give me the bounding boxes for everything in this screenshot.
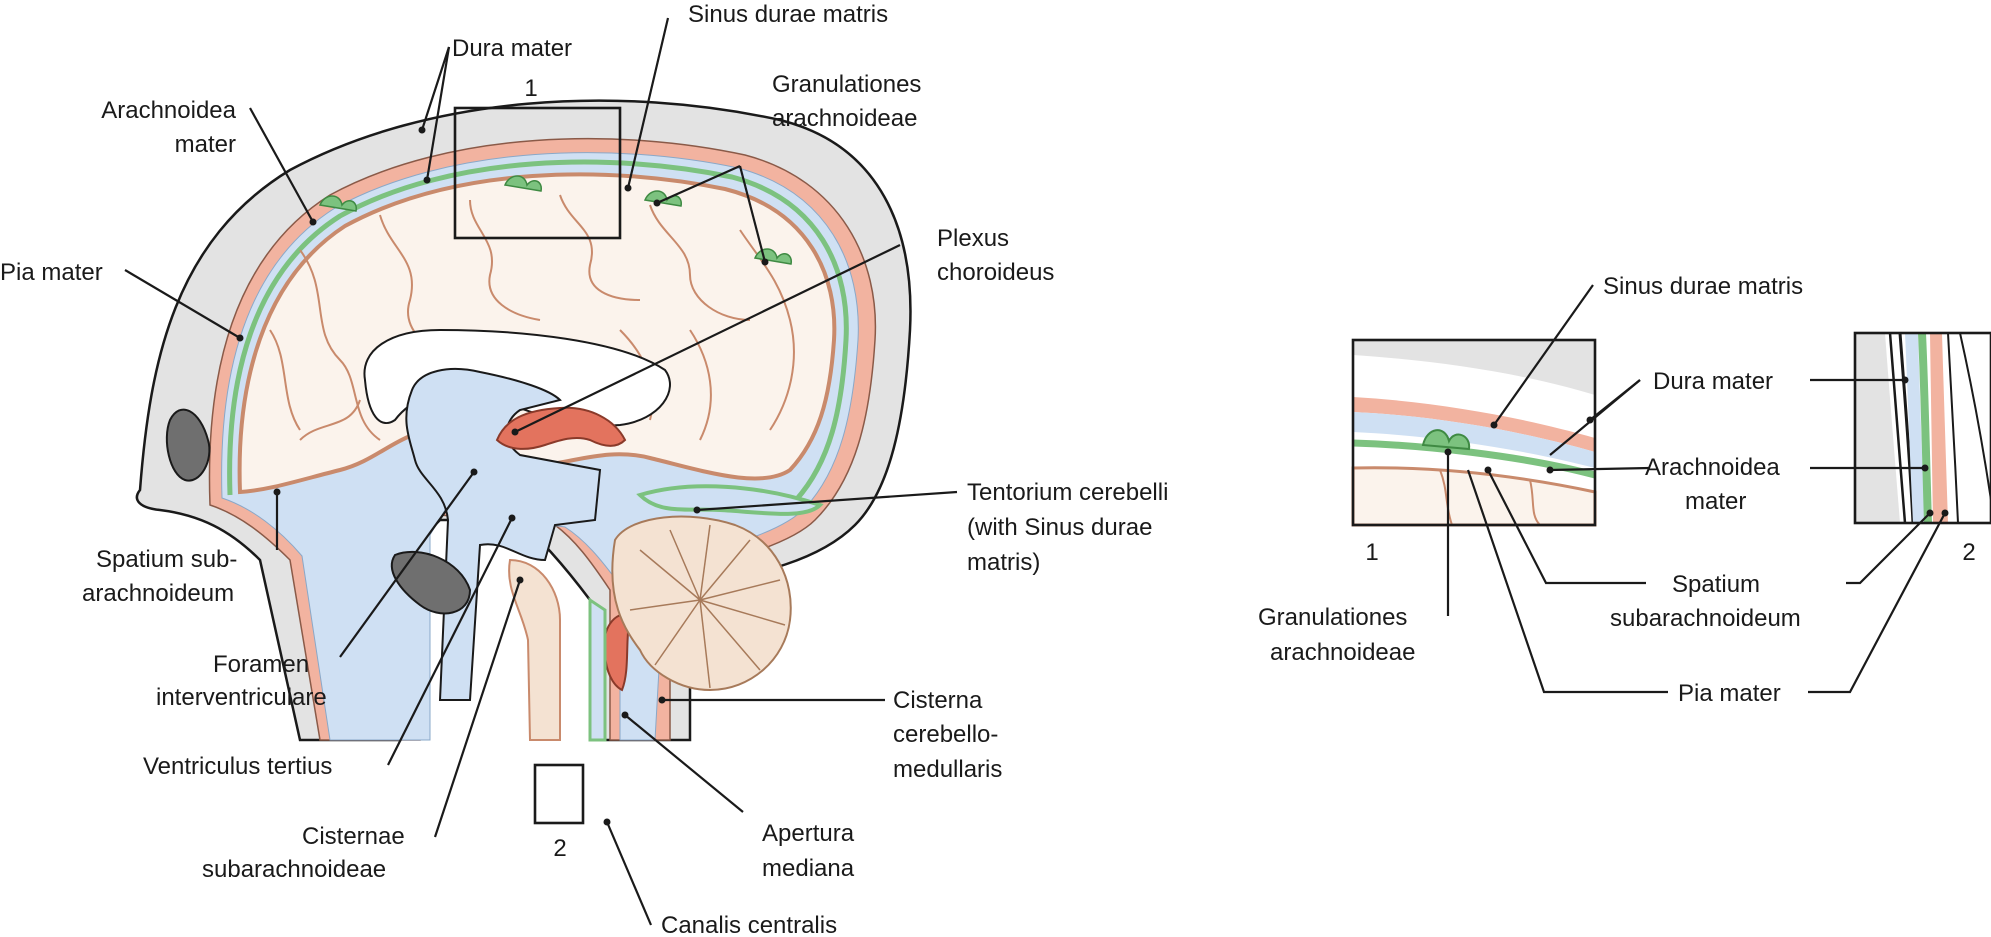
- inset-2: 2: [1853, 331, 1991, 566]
- inset-1-frame: [1351, 338, 1597, 527]
- label-canalis: Canalis centralis: [661, 912, 837, 937]
- label-cisterna-cm-1: Cisterna: [893, 687, 983, 714]
- label-arachnoidea-2: mater: [175, 131, 236, 158]
- label-spatium-1: Spatium sub-: [96, 546, 237, 573]
- label-cisternae-1: Cisternae: [302, 823, 405, 850]
- inset-2-pia: [1930, 333, 1948, 523]
- brainstem: [508, 558, 561, 741]
- label-granulationes-2: arachnoideae: [772, 105, 917, 132]
- inset-label-pia: Pia mater: [1678, 680, 1781, 707]
- label-foramen-2: interventriculare: [156, 684, 327, 711]
- label-tentorium-1: Tentorium cerebelli: [967, 479, 1168, 506]
- spinal-canal: [588, 597, 607, 742]
- label-tentorium-2: (with Sinus durae: [967, 514, 1152, 541]
- inset-2-cord-edge: [1947, 332, 1959, 524]
- inset-2-dura-dark: [1898, 332, 1915, 524]
- inset-labels: Sinus durae matris Dura mater Arachnoide…: [1258, 273, 1803, 707]
- detail-box-1: [453, 106, 622, 240]
- inset-label-arachnoidea-2: mater: [1685, 488, 1746, 515]
- detail-box-2-number: 2: [553, 835, 566, 862]
- inset-2-inner-line: [1888, 332, 1907, 524]
- main-leader-lines: [124, 17, 958, 926]
- granulation-bumps: [318, 175, 792, 265]
- inset-2-arachnoid: [1918, 332, 1932, 524]
- sphenoid-dark: [165, 408, 211, 482]
- inset-label-sinus: Sinus durae matris: [1603, 273, 1803, 300]
- label-granulationes-1: Granulationes: [772, 71, 921, 98]
- inset-2-cord-outer: [1959, 332, 1991, 501]
- label-apertura-2: mediana: [762, 855, 855, 882]
- inset-label-spatium-1: Spatium: [1672, 571, 1760, 598]
- inset-leader-lines: [1444, 284, 1949, 694]
- label-cisterna-cm-2: cerebello-: [893, 721, 998, 748]
- inset-1-number: 1: [1365, 539, 1378, 566]
- label-foramen-1: Foramen: [213, 651, 309, 678]
- inset-2-frame: [1853, 331, 1991, 525]
- label-ventriculus: Ventriculus tertius: [143, 753, 332, 780]
- inset-label-granulationes-1: Granulationes: [1258, 604, 1407, 631]
- inset-1-bone: [1353, 340, 1595, 395]
- label-spatium-2: arachnoideum: [82, 580, 234, 607]
- inset-1-granulation: [1421, 429, 1471, 451]
- cerebellum: [611, 515, 792, 692]
- inset-1-dura: [1353, 397, 1595, 452]
- arachnoid-line: [227, 159, 849, 502]
- sagittal-section: 1 2: [135, 75, 912, 862]
- inset-label-dura: Dura mater: [1653, 368, 1773, 395]
- detail-box-2: [533, 763, 585, 825]
- inset-1-csf: [1353, 412, 1595, 468]
- detail-box-1-number: 1: [524, 75, 537, 102]
- inset-2-number: 2: [1962, 539, 1975, 566]
- inset-label-granulationes-2: arachnoideae: [1270, 639, 1415, 666]
- cerebellar-folia: [629, 524, 786, 689]
- label-tentorium-3: matris): [967, 549, 1040, 576]
- label-apertura-1: Apertura: [762, 820, 855, 847]
- label-plexus-1: Plexus: [937, 225, 1009, 252]
- choroid-plexus: [495, 406, 627, 450]
- inset-1-gyri: [1439, 469, 1541, 526]
- inset-2-csf: [1905, 333, 1925, 523]
- label-cisterna-cm-3: medullaris: [893, 756, 1002, 783]
- label-sinus-durae-matris: Sinus durae matris: [688, 1, 888, 28]
- label-plexus-2: choroideus: [937, 259, 1054, 286]
- inset-1: 1: [1351, 338, 1597, 566]
- label-pia-mater: Pia mater: [0, 259, 103, 286]
- inset-label-arachnoidea-1: Arachnoidea: [1645, 454, 1780, 481]
- label-dura-mater: Dura mater: [452, 35, 572, 62]
- tentorium-fold: [636, 484, 824, 516]
- choroid-plexus-4: [603, 613, 632, 692]
- label-cisternae-2: subarachnoideae: [202, 856, 386, 883]
- inset-label-spatium-2: subarachnoideum: [1610, 605, 1801, 632]
- sella-dark: [390, 550, 472, 615]
- inset-1-arachnoid: [1352, 439, 1596, 479]
- main-labels: Dura mater Sinus durae matris Arachnoide…: [0, 1, 1168, 937]
- label-arachnoidea-1: Arachnoidea: [101, 97, 236, 124]
- corpus-callosum: [363, 328, 671, 427]
